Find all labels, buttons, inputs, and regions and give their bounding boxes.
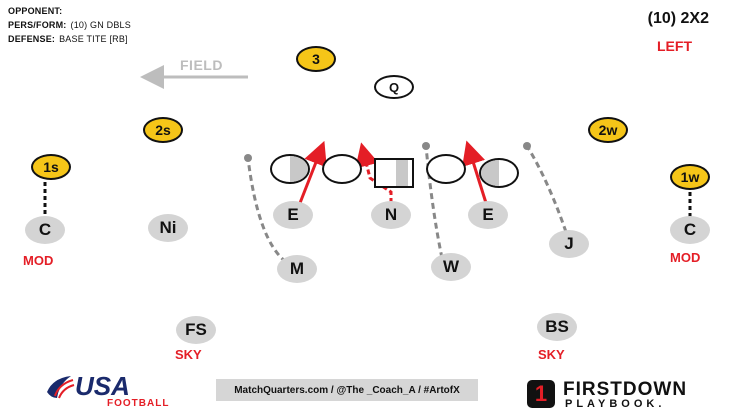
left-tackle: [270, 154, 310, 184]
left-guard: [322, 154, 362, 184]
usa-brand: USA: [75, 371, 130, 401]
defender-c-right: C: [670, 216, 710, 244]
defender-c-left: C: [25, 216, 65, 244]
receiver-2w: 2w: [588, 117, 628, 143]
usa-flag-icon: [47, 376, 75, 399]
mod-tag-left: MOD: [23, 253, 54, 268]
pers-form-value: (10) GN DBLS: [70, 20, 131, 30]
right-tackle: [479, 158, 519, 188]
defender-w: W: [431, 253, 471, 281]
j-drop-point: [523, 142, 531, 150]
firstdown-mark: 1: [527, 380, 555, 408]
firstdown-line1: FIRSTDOWN: [563, 379, 688, 400]
receiver-1w: 1w: [670, 164, 710, 190]
credit-banner: MatchQuarters.com / @The _Coach_A / #Art…: [216, 379, 478, 401]
defender-e-left: E: [273, 201, 313, 229]
mod-tag-right: MOD: [670, 250, 701, 265]
defense-label: DEFENSE:: [8, 34, 56, 44]
n-slant-arrow: [355, 142, 393, 203]
usa-sub: FOOTBALL: [107, 398, 170, 409]
defense-value: BASE TITE [RB]: [59, 34, 128, 44]
e-left-rush-arrow: [298, 140, 327, 204]
right-guard: [426, 154, 466, 184]
receiver-2s: 2s: [143, 117, 183, 143]
defender-m: M: [277, 255, 317, 283]
quarterback: Q: [374, 75, 414, 99]
opponent-line: OPPONENT:: [8, 6, 66, 16]
j-drop-path: [525, 145, 568, 233]
sky-tag-right: SKY: [538, 347, 565, 362]
defender-e-right: E: [468, 201, 508, 229]
defense-line: DEFENSE:BASE TITE [RB]: [8, 34, 128, 44]
defender-fs: FS: [176, 316, 216, 344]
formation-title: (10) 2X2: [647, 10, 709, 27]
m-drop-path: [246, 157, 287, 264]
field-label: FIELD: [180, 57, 223, 73]
defender-bs: BS: [537, 313, 577, 341]
pers-form-line: PERS/FORM:(10) GN DBLS: [8, 20, 131, 30]
side-label: LEFT: [657, 38, 692, 54]
w-drop-path: [424, 145, 444, 259]
e-right-rush-arrow: [462, 140, 488, 204]
opponent-label: OPPONENT:: [8, 6, 63, 16]
pers-form-label: PERS/FORM:: [8, 20, 67, 30]
defender-nickel: Ni: [148, 214, 188, 242]
receiver-1s: 1s: [31, 154, 71, 180]
receiver-3: 3: [296, 46, 336, 72]
m-drop-point: [244, 154, 252, 162]
firstdown-line2: PLAYBOOK.: [565, 398, 666, 410]
center-lineman: [374, 158, 414, 188]
w-drop-point: [422, 142, 430, 150]
defender-nose: N: [371, 201, 411, 229]
sky-tag-left: SKY: [175, 347, 202, 362]
defender-j: J: [549, 230, 589, 258]
